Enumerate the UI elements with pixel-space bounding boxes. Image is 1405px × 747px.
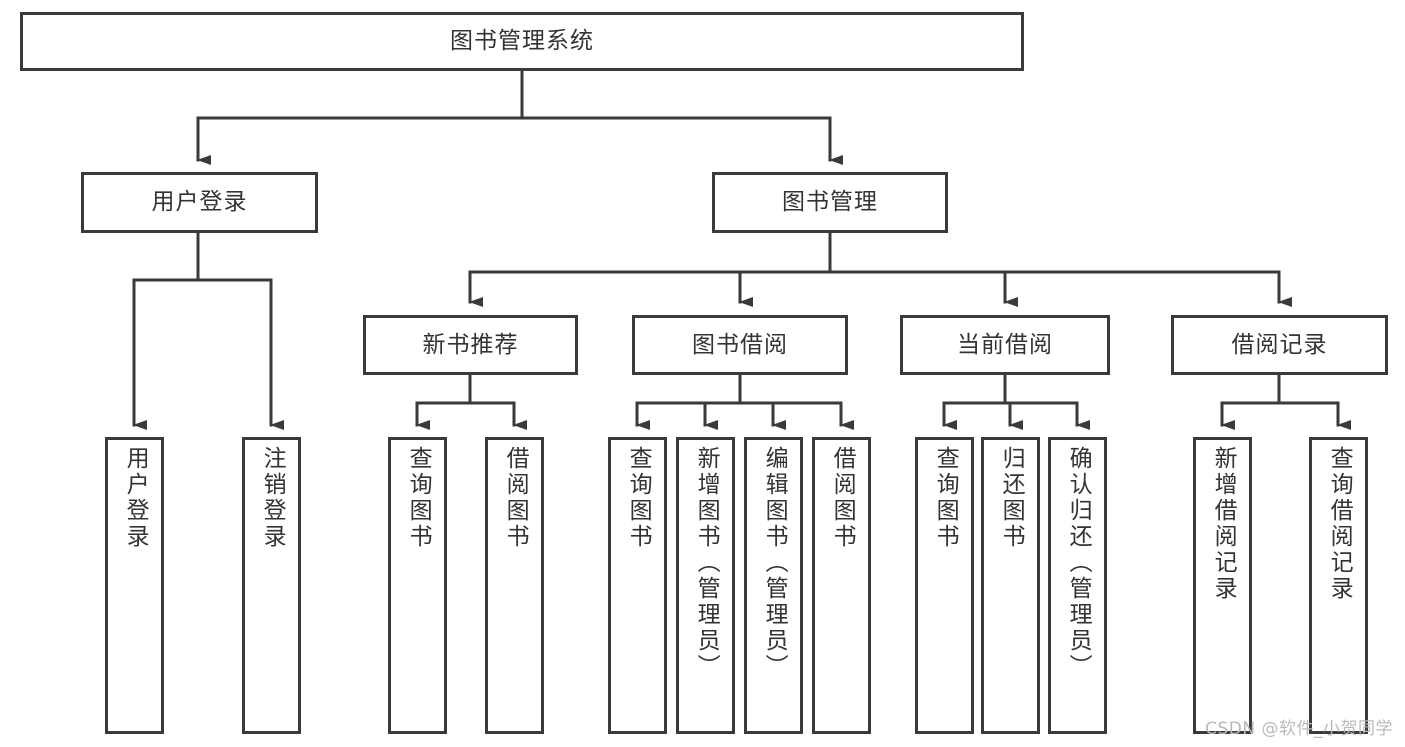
node-leaf-borrow-book-recommend[interactable]: 借阅图书	[485, 437, 544, 734]
node-leaf-query-book-recommend-label: 查询图书	[405, 446, 432, 550]
node-current-borrow[interactable]: 当前借阅	[900, 315, 1110, 375]
node-leaf-add-book[interactable]: 新增图书（管理员）	[676, 437, 735, 734]
node-leaf-user-login-label: 用户登录	[122, 446, 149, 550]
node-leaf-user-login[interactable]: 用户登录	[105, 437, 164, 734]
node-leaf-borrow-book-label: 借阅图书	[829, 446, 856, 550]
node-leaf-borrow-book[interactable]: 借阅图书	[812, 437, 871, 734]
node-leaf-edit-book-label: 编辑图书（管理员）	[761, 446, 788, 680]
node-root-system[interactable]: 图书管理系统	[20, 12, 1024, 71]
node-new-book-recommend[interactable]: 新书推荐	[363, 315, 578, 375]
node-leaf-confirm-return[interactable]: 确认归还（管理员）	[1048, 437, 1107, 734]
node-leaf-logout-label: 注销登录	[259, 446, 286, 550]
node-leaf-query-borrow-record-label: 查询借阅记录	[1326, 446, 1353, 602]
node-leaf-return-book[interactable]: 归还图书	[981, 437, 1040, 734]
node-current-borrow-label: 当前借阅	[957, 331, 1053, 358]
node-book-borrow-label: 图书借阅	[692, 331, 788, 358]
node-leaf-borrow-book-recommend-label: 借阅图书	[502, 446, 529, 550]
node-leaf-query-book-borrow[interactable]: 查询图书	[608, 437, 667, 734]
node-leaf-add-borrow-record-label: 新增借阅记录	[1210, 446, 1237, 602]
node-leaf-confirm-return-label: 确认归还（管理员）	[1065, 446, 1092, 680]
node-root-system-label: 图书管理系统	[450, 28, 594, 55]
node-leaf-query-book-current-label: 查询图书	[932, 446, 959, 550]
node-leaf-logout[interactable]: 注销登录	[242, 437, 301, 734]
node-leaf-query-book-borrow-label: 查询图书	[625, 446, 652, 550]
node-leaf-add-book-label: 新增图书（管理员）	[693, 446, 720, 680]
node-leaf-add-borrow-record[interactable]: 新增借阅记录	[1193, 437, 1252, 734]
node-user-login-label: 用户登录	[151, 189, 248, 216]
node-borrow-record-label: 借阅记录	[1231, 331, 1328, 358]
node-user-login[interactable]: 用户登录	[81, 172, 318, 233]
node-leaf-edit-book[interactable]: 编辑图书（管理员）	[744, 437, 803, 734]
node-leaf-query-book-recommend[interactable]: 查询图书	[388, 437, 447, 734]
node-book-borrow[interactable]: 图书借阅	[632, 315, 848, 375]
node-book-manage-label: 图书管理	[782, 189, 878, 216]
node-leaf-return-book-label: 归还图书	[998, 446, 1025, 550]
node-leaf-query-borrow-record[interactable]: 查询借阅记录	[1309, 437, 1368, 734]
node-leaf-query-book-current[interactable]: 查询图书	[915, 437, 974, 734]
node-borrow-record[interactable]: 借阅记录	[1171, 315, 1388, 375]
node-book-manage[interactable]: 图书管理	[712, 172, 948, 233]
watermark-text: CSDN @软件_小贺同学	[1205, 719, 1393, 739]
node-new-book-recommend-label: 新书推荐	[422, 331, 519, 358]
